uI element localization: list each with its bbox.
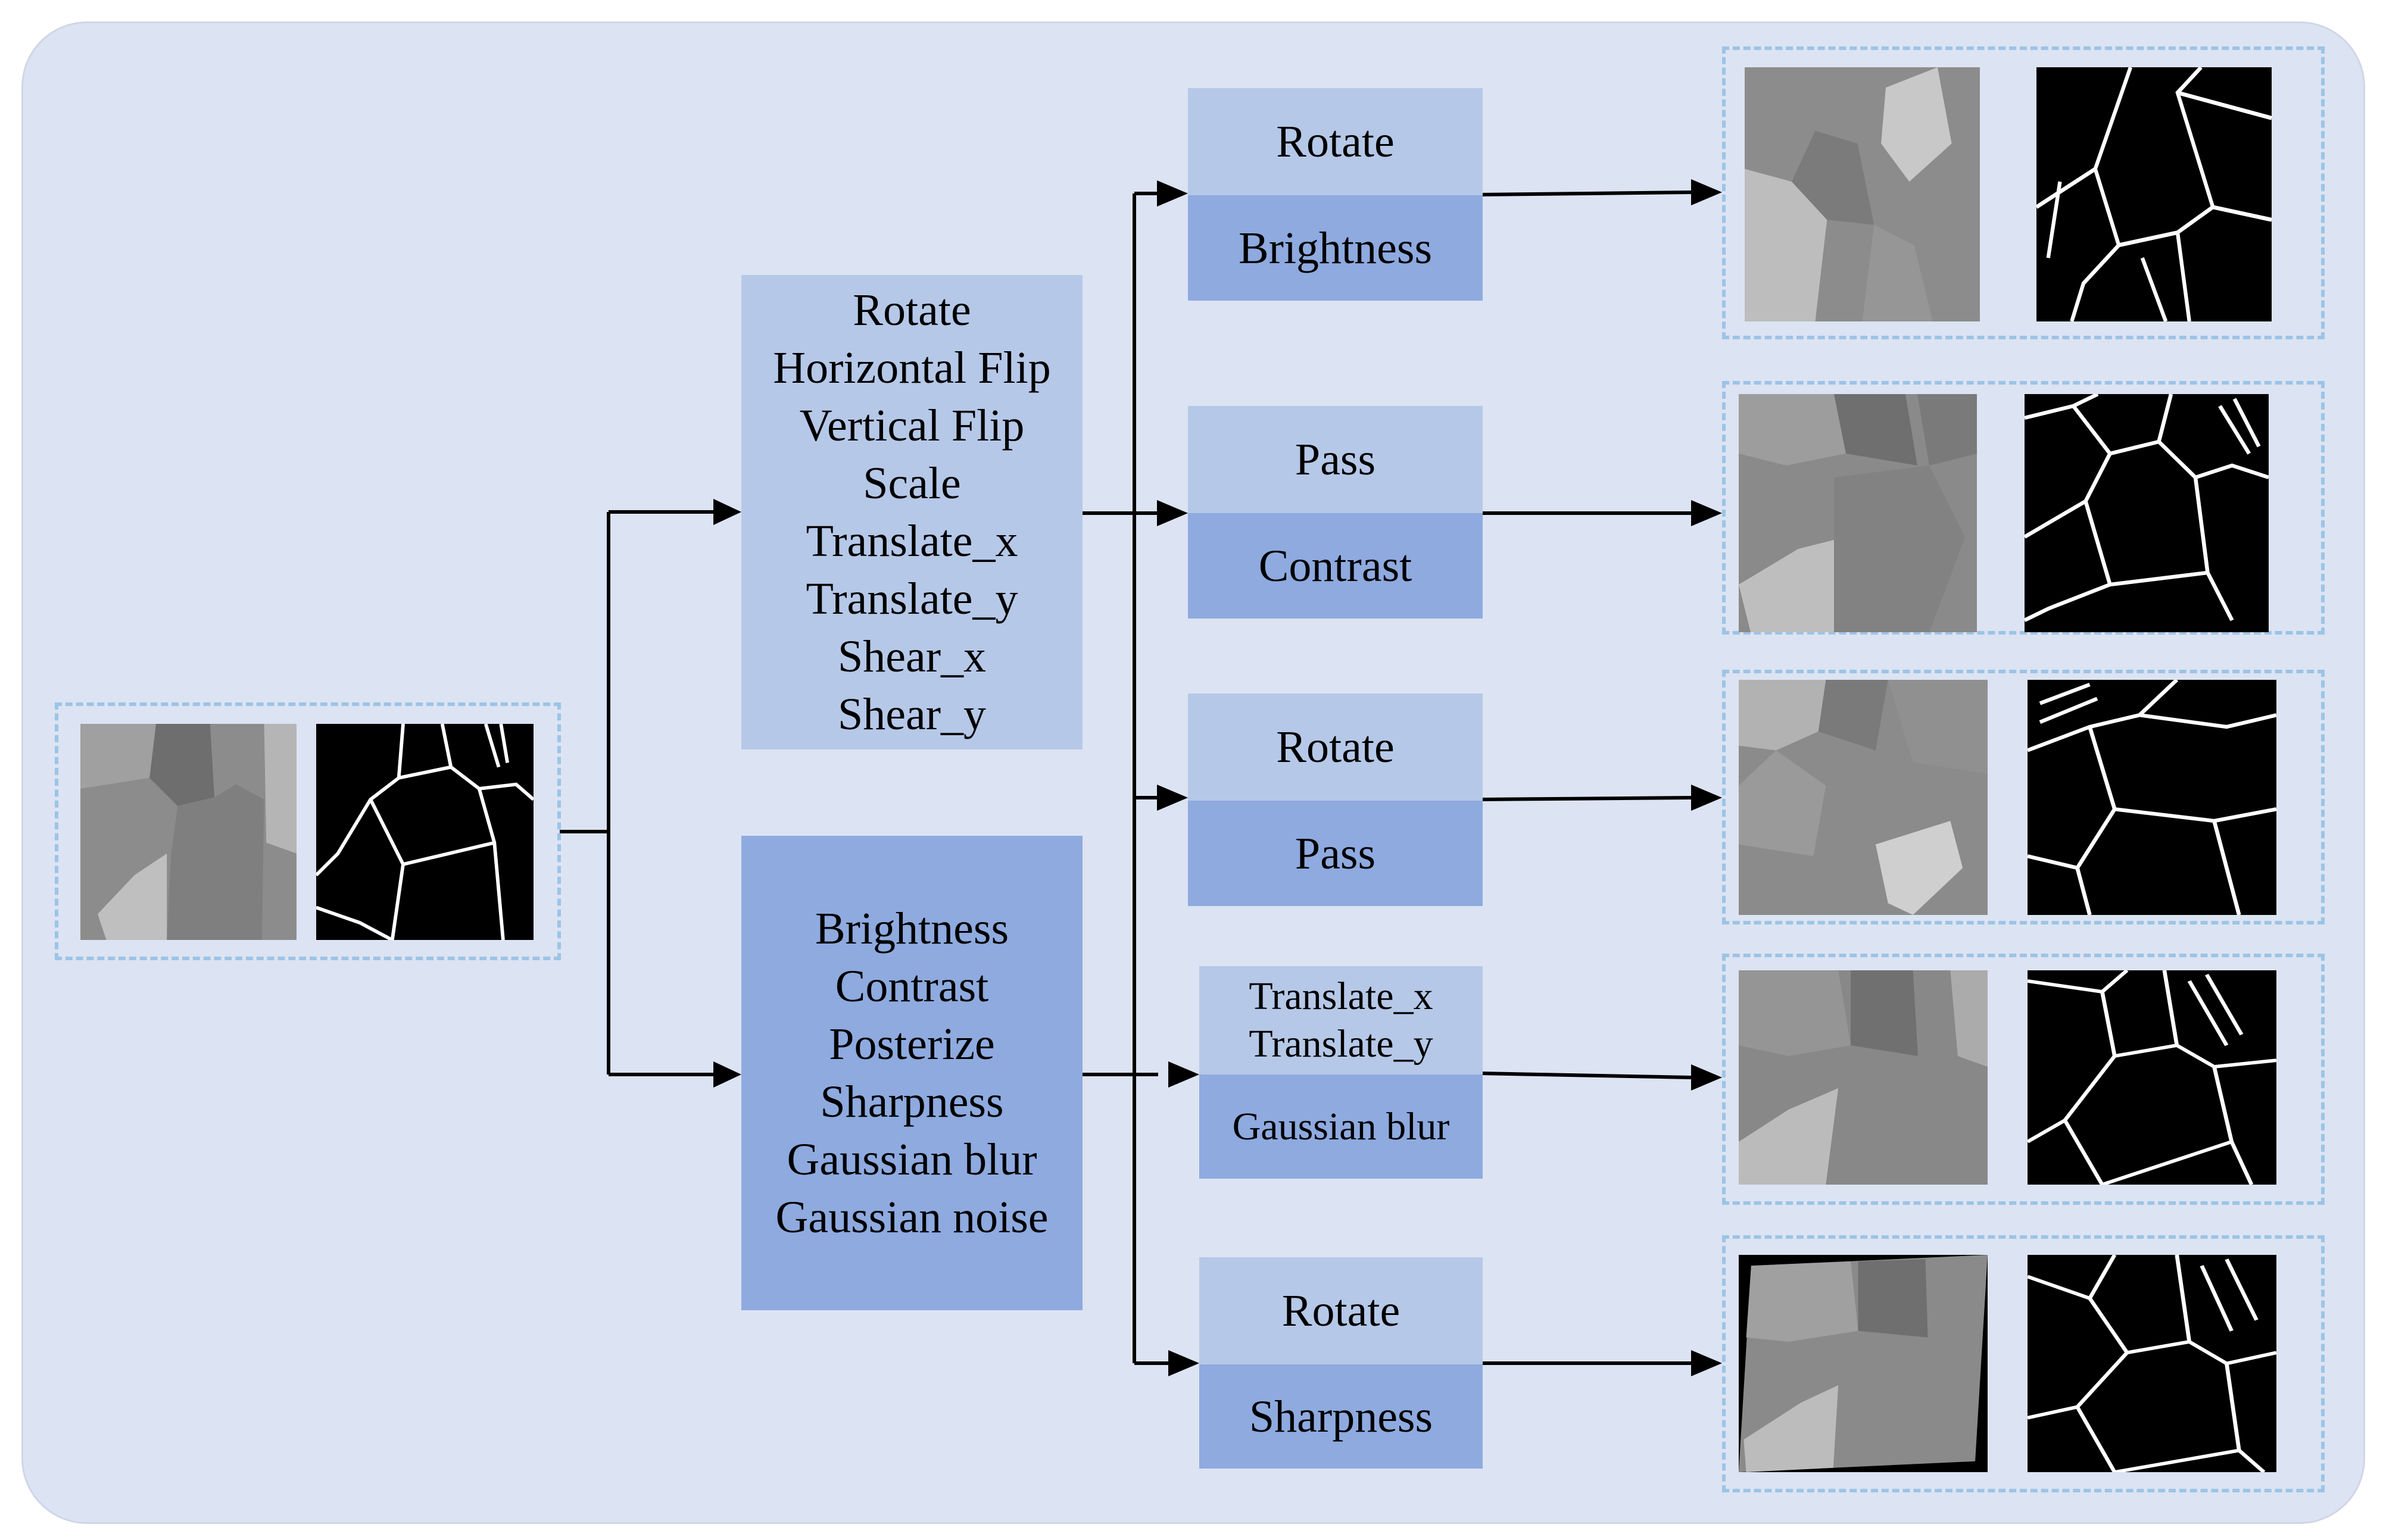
output-image xyxy=(1745,67,1980,321)
output-image xyxy=(1739,680,1988,915)
arrowhead-icon xyxy=(1157,180,1188,207)
grain-micrograph-icon xyxy=(1739,1255,1988,1472)
transform-item: Rotate xyxy=(853,285,971,335)
grain-boundary-mask-icon xyxy=(2028,1255,2276,1472)
grain-micrograph-icon xyxy=(1739,680,1988,915)
grain-boundary-mask-icon xyxy=(316,724,534,940)
combo-top-line: Translate_y xyxy=(1249,1022,1433,1066)
arrowheads xyxy=(713,179,1722,1376)
combo-top: Translate_x Translate_y xyxy=(1199,966,1483,1074)
grain-micrograph-icon xyxy=(80,724,297,940)
arrowhead-icon xyxy=(1691,1350,1722,1376)
grain-boundary-mask-icon xyxy=(2036,67,2272,321)
photometric-transforms-box: Brightness Contrast Posterize Sharpness … xyxy=(741,836,1083,1310)
arrowhead-icon xyxy=(1691,785,1722,811)
output-pair-frame xyxy=(1722,954,2325,1205)
output-pair-frame xyxy=(1722,381,2325,635)
combo-top: Rotate xyxy=(1188,694,1483,801)
transform-item: Vertical Flip xyxy=(799,400,1025,451)
geometric-transforms-box: Rotate Horizontal Flip Vertical Flip Sca… xyxy=(741,275,1083,749)
grain-micrograph-icon xyxy=(1739,970,1988,1185)
arrowhead-icon xyxy=(713,499,741,525)
transform-item: Brightness xyxy=(815,903,1009,954)
output-pair-frame xyxy=(1722,670,2325,924)
combo-bottom: Sharpness xyxy=(1199,1364,1483,1469)
transform-item: Horizontal Flip xyxy=(773,342,1051,393)
arrowhead-icon xyxy=(713,1061,741,1088)
combo-bottom: Brightness xyxy=(1188,195,1483,301)
combo-bottom: Gaussian blur xyxy=(1199,1074,1483,1179)
transform-item: Scale xyxy=(863,458,961,508)
output-mask xyxy=(2028,1255,2276,1472)
combo-bottom: Pass xyxy=(1188,801,1483,906)
transform-item: Translate_x xyxy=(806,516,1018,566)
output-image xyxy=(1739,1255,1988,1472)
arrowhead-icon xyxy=(1157,500,1188,526)
output-mask xyxy=(2028,680,2276,915)
arrowhead-icon xyxy=(1157,785,1188,811)
grain-micrograph-icon xyxy=(1745,67,1980,321)
transform-item: Contrast xyxy=(835,961,989,1011)
arrowhead-icon xyxy=(1168,1061,1199,1088)
transform-item: Gaussian noise xyxy=(775,1192,1049,1242)
arrowhead-icon xyxy=(1691,1064,1722,1091)
output-image xyxy=(1739,970,1988,1185)
combo-top: Pass xyxy=(1188,406,1483,513)
output-mask xyxy=(2028,970,2276,1185)
transform-item: Sharpness xyxy=(820,1076,1004,1127)
input-pair-frame xyxy=(55,702,561,960)
combo-top: Rotate xyxy=(1188,88,1483,195)
grain-boundary-mask-icon xyxy=(2025,394,2269,632)
input-mask xyxy=(316,724,534,940)
output-pair-frame xyxy=(1722,1235,2325,1492)
arrowhead-icon xyxy=(1168,1350,1199,1376)
arrowhead-icon xyxy=(1691,179,1722,205)
transform-item: Posterize xyxy=(829,1019,995,1069)
output-pair-frame xyxy=(1722,46,2325,339)
output-mask xyxy=(2025,394,2269,632)
grain-micrograph-icon xyxy=(1739,394,1977,632)
arrowhead-icon xyxy=(1691,500,1722,526)
combo-top-line: Translate_x xyxy=(1249,974,1433,1018)
output-image xyxy=(1739,394,1977,632)
grain-boundary-mask-icon xyxy=(2028,680,2276,915)
transform-item: Shear_y xyxy=(837,689,987,739)
transform-item: Shear_x xyxy=(837,631,987,682)
combo-top: Rotate xyxy=(1199,1257,1483,1364)
output-mask xyxy=(2036,67,2272,321)
input-image xyxy=(80,724,297,940)
combo-bottom: Contrast xyxy=(1188,513,1483,619)
transform-item: Translate_y xyxy=(806,573,1018,624)
grain-boundary-mask-icon xyxy=(2028,970,2276,1185)
transform-item: Gaussian blur xyxy=(787,1134,1037,1185)
